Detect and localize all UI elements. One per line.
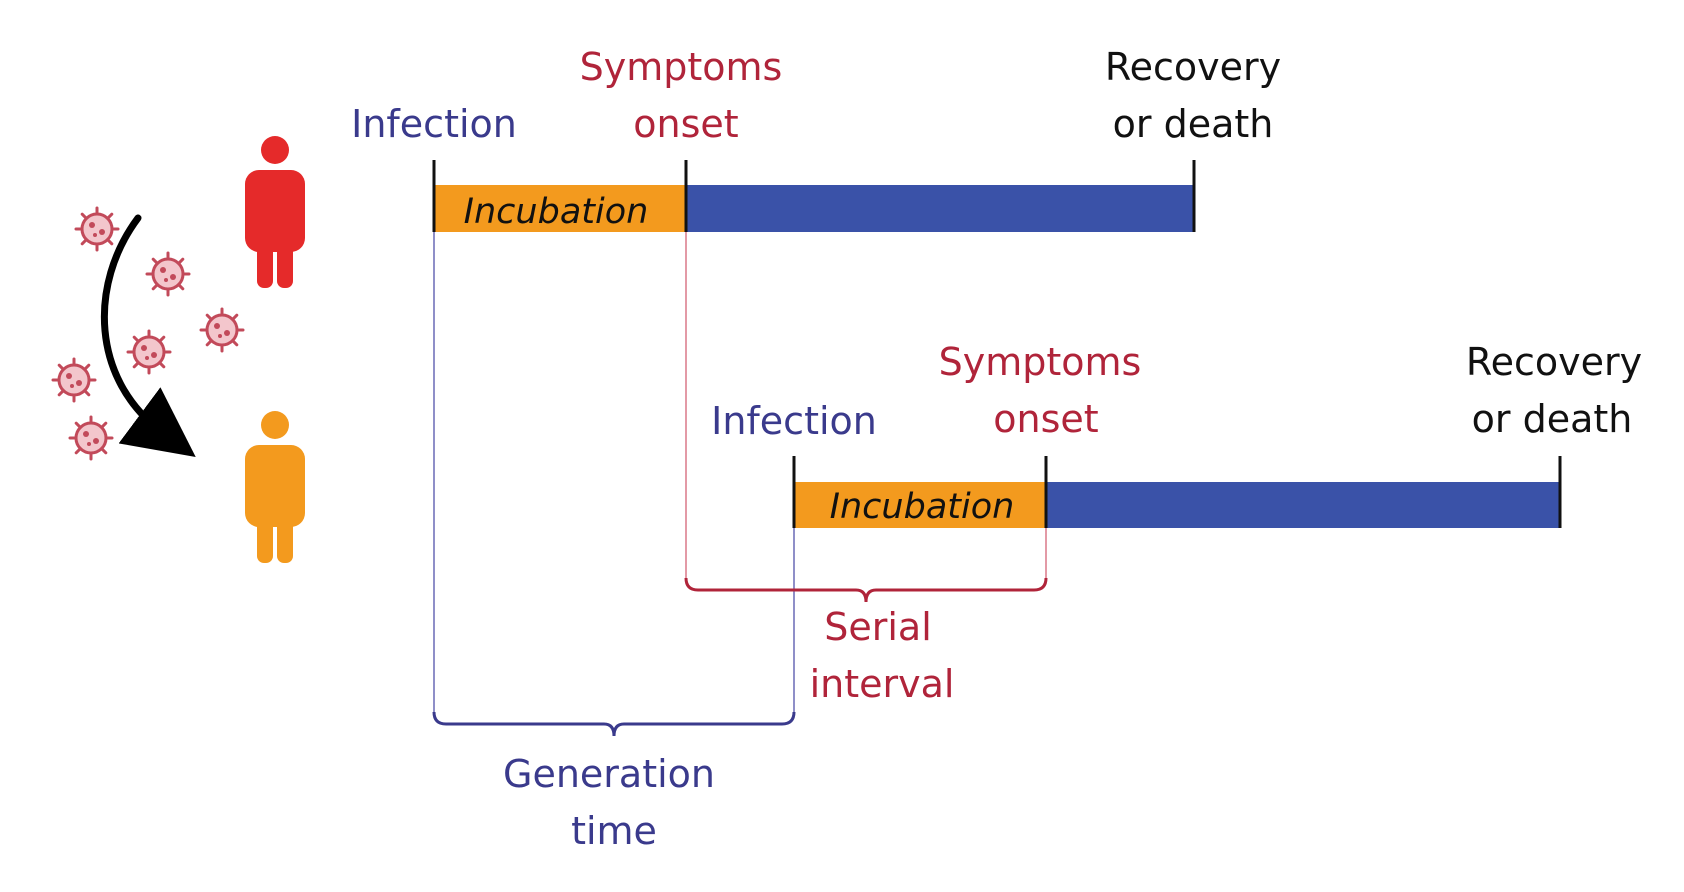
serial-interval-brace bbox=[684, 577, 1048, 603]
primary-infection-label: Infection bbox=[351, 102, 517, 146]
primary-incubation-bar bbox=[434, 185, 686, 232]
virus-icon bbox=[145, 251, 191, 297]
primary-incubation-label: Incubation bbox=[464, 192, 649, 232]
infectee-person-icon bbox=[245, 411, 305, 563]
infector-person-icon bbox=[245, 136, 305, 288]
primary-disease-bar bbox=[686, 185, 1194, 232]
secondary-infection-label: Infection bbox=[711, 399, 877, 443]
serial-interval-label-line1: Serial bbox=[824, 605, 932, 649]
virus-icon bbox=[68, 415, 114, 461]
secondary-incubation-label: Incubation bbox=[830, 487, 1015, 527]
generation-time-brace bbox=[432, 711, 796, 737]
generation-time-label-line1: Generation bbox=[503, 752, 715, 796]
virus-icon bbox=[51, 357, 97, 403]
secondary-symptoms-label-line1: Symptoms bbox=[939, 340, 1142, 384]
secondary-end-label-line2: or death bbox=[1472, 397, 1633, 441]
virus-icon bbox=[199, 307, 245, 353]
generation-time-label-line2: time bbox=[571, 809, 657, 853]
virus-icon bbox=[74, 206, 120, 252]
transmission-curved-arrow-icon bbox=[101, 214, 196, 458]
secondary-end-label-line1: Recovery bbox=[1466, 340, 1642, 384]
secondary-disease-bar bbox=[1046, 482, 1560, 528]
primary-symptoms-label-line1: Symptoms bbox=[580, 45, 783, 89]
primary-end-label-line2: or death bbox=[1113, 102, 1274, 146]
virus-icon bbox=[126, 329, 172, 375]
primary-symptoms-label-line2: onset bbox=[633, 102, 738, 146]
primary-end-label-line1: Recovery bbox=[1105, 45, 1281, 89]
secondary-incubation-bar bbox=[794, 482, 1046, 528]
secondary-symptoms-label-line2: onset bbox=[993, 397, 1098, 441]
serial-interval-label-line2: interval bbox=[810, 662, 955, 706]
